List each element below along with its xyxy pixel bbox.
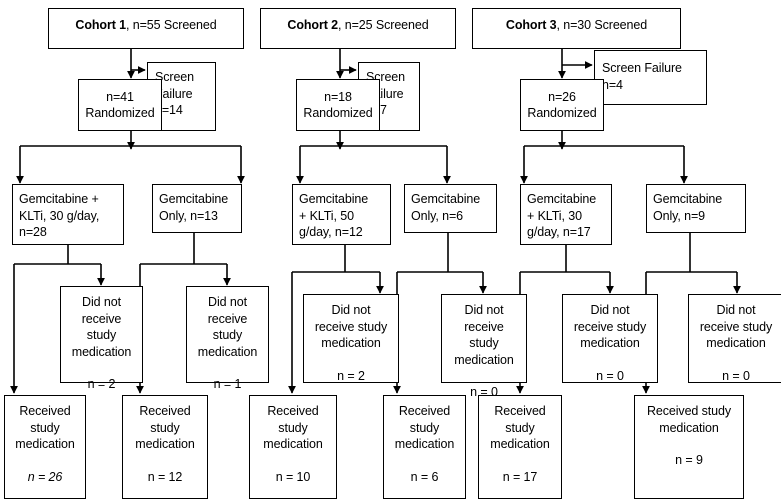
did-not-receive-text-3-b: Did not receive study medication bbox=[699, 303, 773, 350]
did-not-receive-text-2-a: Did not receive study medication bbox=[314, 303, 388, 350]
received-n-1-a: n = 26 bbox=[27, 469, 63, 484]
received-box-2-a: Received study medication n = 10 bbox=[249, 395, 337, 499]
screen-failure-text-1: Screen Failure n=14 bbox=[155, 70, 195, 117]
did-not-receive-box-3-a: Did not receive study medication n = 0 bbox=[562, 294, 658, 383]
received-box-3-a: Received study medication n = 17 bbox=[478, 395, 562, 499]
arm-title-3-a: Gemcitabine + KLTi, 30 g/day, n=17 bbox=[527, 192, 597, 239]
received-text-3-a: Received study medication bbox=[490, 404, 550, 451]
screen-failure-text-3: Screen Failure n=4 bbox=[602, 61, 682, 92]
did-not-receive-n-1-a: n = 2 bbox=[87, 377, 116, 391]
arm-title-1-b: Gemcitabine Only, n=13 bbox=[159, 192, 229, 223]
did-not-receive-n-1-b: n = 1 bbox=[213, 377, 242, 391]
did-not-receive-text-1-b: Did not receive study medication bbox=[197, 295, 258, 359]
cohort-header-box-1: Cohort 1, n=55 Screened bbox=[48, 8, 244, 49]
randomized-n-3: n=26 bbox=[548, 89, 576, 104]
did-not-receive-text-3-a: Did not receive study medication bbox=[573, 303, 647, 350]
received-box-1-a: Received study medication n = 26 bbox=[4, 395, 86, 499]
cohort-screened-3: , n=30 Screened bbox=[556, 18, 648, 32]
arm-box-3-a: Gemcitabine + KLTi, 30 g/day, n=17 bbox=[520, 184, 612, 245]
did-not-receive-box-2-b: Did not receive study medication n = 0 bbox=[441, 294, 527, 399]
randomized-box-1: n=41 Randomized bbox=[78, 79, 162, 131]
did-not-receive-n-2-a: n = 2 bbox=[337, 368, 365, 383]
received-text-2-b: Received study medication bbox=[394, 404, 455, 451]
randomized-label-1: Randomized bbox=[85, 106, 155, 120]
did-not-receive-box-1-a: Did not receive study medication n = 2 bbox=[60, 286, 143, 391]
randomized-box-3: n=26 Randomized bbox=[520, 79, 604, 131]
arm-title-2-a: Gemcitabine + KLTi, 50 g/day, n=12 bbox=[299, 192, 369, 239]
randomized-n-1: n=41 bbox=[106, 89, 134, 104]
did-not-receive-box-3-b: Did not receive study medication n = 0 bbox=[688, 294, 781, 383]
received-n-3-a: n = 17 bbox=[502, 469, 538, 484]
cohort-header-box-2: Cohort 2, n=25 Screened bbox=[260, 8, 456, 49]
did-not-receive-n-3-a: n = 0 bbox=[596, 368, 624, 383]
received-n-2-b: n = 6 bbox=[410, 469, 439, 484]
did-not-receive-n-3-b: n = 0 bbox=[722, 368, 750, 383]
arm-box-3-b: Gemcitabine Only, n=9 bbox=[646, 184, 746, 233]
did-not-receive-text-1-a: Did not receive study medication bbox=[71, 295, 132, 359]
received-box-2-b: Received study medication n = 6 bbox=[383, 395, 466, 499]
received-text-1-a: Received study medication bbox=[15, 404, 75, 451]
cohort-label-2: Cohort 2 bbox=[287, 18, 338, 32]
did-not-receive-text-2-b: Did not receive study medication bbox=[454, 303, 514, 367]
randomized-label-2: Randomized bbox=[303, 106, 373, 120]
received-text-1-b: Received study medication bbox=[135, 404, 195, 451]
received-box-3-b: Received study medication n = 9 bbox=[634, 395, 744, 499]
cohort-label-1: Cohort 1 bbox=[75, 18, 126, 32]
randomized-label-3: Randomized bbox=[527, 106, 597, 120]
cohort-screened-1: , n=55 Screened bbox=[126, 18, 217, 32]
screen-failure-box-3: Screen Failure n=4 bbox=[594, 50, 707, 105]
received-box-1-b: Received study medication n = 12 bbox=[122, 395, 208, 499]
did-not-receive-box-1-b: Did not receive study medication n = 1 bbox=[186, 286, 269, 391]
randomized-box-2: n=18 Randomized bbox=[296, 79, 380, 131]
cohort-label-3: Cohort 3 bbox=[505, 18, 557, 32]
received-text-2-a: Received study medication bbox=[263, 404, 323, 451]
cohort-screened-2: , n=25 Screened bbox=[338, 18, 429, 32]
arm-box-1-a: Gemcitabine + KLTi, 30 g/day, n=28 bbox=[12, 184, 124, 245]
arm-box-2-a: Gemcitabine + KLTi, 50 g/day, n=12 bbox=[292, 184, 391, 245]
did-not-receive-box-2-a: Did not receive study medication n = 2 bbox=[303, 294, 399, 383]
received-n-2-a: n = 10 bbox=[275, 469, 311, 484]
received-n-1-b: n = 12 bbox=[147, 469, 183, 484]
arm-title-2-b: Gemcitabine Only, n=6 bbox=[411, 192, 481, 223]
received-n-3-b: n = 9 bbox=[675, 453, 703, 467]
arm-box-1-b: Gemcitabine Only, n=13 bbox=[152, 184, 242, 233]
received-text-3-b: Received study medication bbox=[646, 404, 732, 435]
arm-box-2-b: Gemcitabine Only, n=6 bbox=[404, 184, 497, 233]
randomized-n-2: n=18 bbox=[324, 89, 352, 104]
arm-title-1-a: Gemcitabine + KLTi, 30 g/day, n=28 bbox=[19, 192, 100, 239]
arm-title-3-b: Gemcitabine Only, n=9 bbox=[653, 192, 723, 223]
cohort-header-box-3: Cohort 3, n=30 Screened bbox=[472, 8, 681, 49]
